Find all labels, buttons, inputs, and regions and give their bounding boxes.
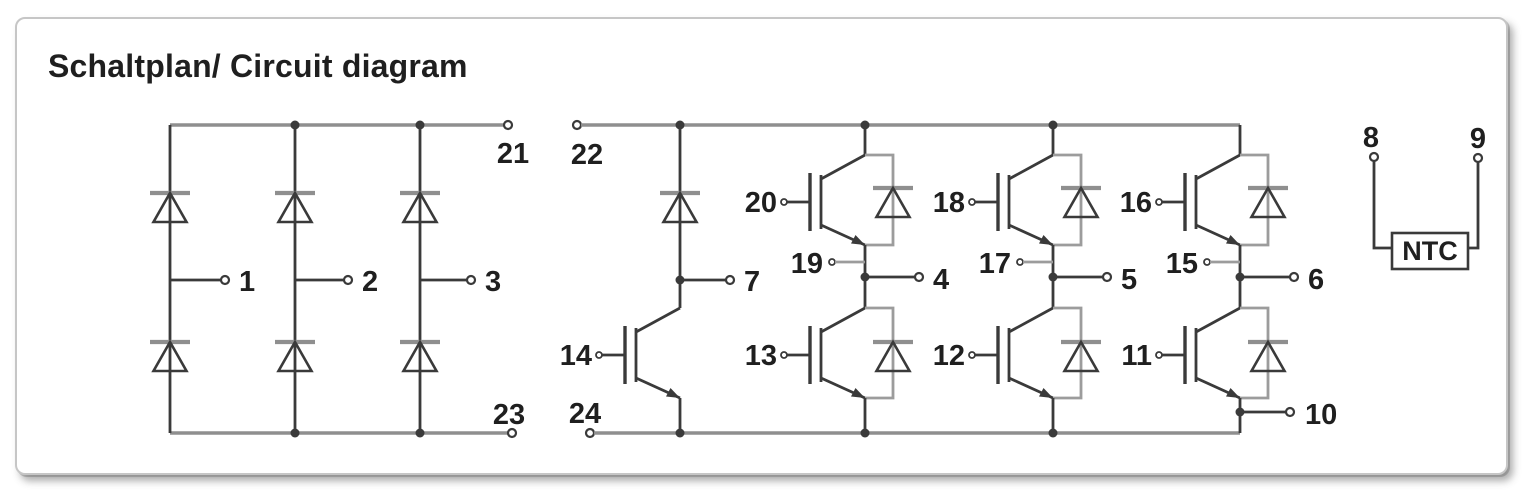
inverter-section: 22 24 7 14 20	[560, 119, 1337, 439]
terminal-24-label: 24	[569, 398, 601, 430]
igbt-symbol	[779, 306, 867, 400]
terminal-24-pin	[584, 427, 596, 439]
junction-dot	[415, 120, 425, 130]
terminal-19-label: 19	[791, 248, 823, 280]
terminal-17-pin	[1016, 258, 1024, 266]
inverter-leg-3: 16 15 6 11 10	[1120, 125, 1337, 433]
terminal-20-label: 20	[745, 187, 777, 219]
terminal-3-label: 3	[485, 266, 501, 298]
terminal-13-label: 13	[745, 340, 777, 372]
terminal-5-label: 5	[1121, 264, 1137, 296]
terminal-22-pin	[571, 119, 583, 131]
terminal-2-pin	[342, 274, 354, 286]
igbt-symbol	[1154, 153, 1242, 247]
terminal-7-label: 7	[744, 266, 760, 298]
junction-dot	[290, 120, 300, 130]
terminal-6-pin	[1288, 271, 1300, 283]
igbt-symbol	[967, 153, 1055, 247]
wire	[1240, 306, 1270, 400]
terminal-21-pin	[502, 119, 514, 131]
terminal-7-pin	[724, 274, 736, 286]
terminal-21-label: 21	[497, 138, 529, 170]
terminal-1-pin	[219, 274, 231, 286]
terminal-8-label: 8	[1363, 122, 1379, 154]
wire	[1053, 153, 1083, 247]
terminal-15-label: 15	[1166, 248, 1198, 280]
brake-chopper: 7 14	[560, 120, 760, 438]
terminal-23-pin	[506, 427, 518, 439]
terminal-6-label: 6	[1308, 264, 1324, 296]
rectifier-bridge: 1 2 3 21 23	[150, 119, 529, 439]
terminal-23-label: 23	[493, 399, 525, 431]
wire	[865, 153, 895, 247]
junction-dot	[290, 428, 300, 438]
junction-dot	[1048, 428, 1058, 438]
inverter-leg-1: 20 19 4 13	[745, 120, 949, 438]
terminal-12-label: 12	[933, 340, 965, 372]
terminal-18-label: 18	[933, 187, 965, 219]
terminal-14-label: 14	[560, 340, 592, 372]
terminal-3-pin	[465, 274, 477, 286]
terminal-15-pin	[1203, 258, 1211, 266]
inverter-leg-2: 18 17 5 12	[933, 120, 1137, 438]
terminal-8-pin	[1368, 151, 1380, 163]
diagram-title: Schaltplan/ Circuit diagram	[48, 48, 468, 84]
terminal-4-label: 4	[933, 264, 949, 296]
terminal-5-pin	[1101, 271, 1113, 283]
terminal-4-pin	[913, 271, 925, 283]
wire	[1240, 153, 1270, 247]
junction-dot	[675, 428, 685, 438]
terminal-17-label: 17	[979, 248, 1011, 280]
terminal-22-label: 22	[571, 139, 603, 171]
wire	[1468, 162, 1480, 250]
terminal-9-label: 9	[1470, 123, 1486, 155]
wire	[1053, 306, 1083, 400]
terminal-9-pin	[1472, 152, 1484, 164]
terminal-1-label: 1	[239, 266, 255, 298]
wire	[865, 306, 895, 400]
ntc-thermistor-box	[1390, 231, 1470, 271]
igbt-symbol	[594, 306, 682, 400]
junction-dot	[860, 428, 870, 438]
ntc-label: NTC	[1402, 236, 1458, 266]
igbt-symbol	[1154, 306, 1242, 400]
ntc-section: 8 9 NTC	[1363, 122, 1486, 271]
terminal-16-label: 16	[1120, 187, 1152, 219]
terminal-10-label: 10	[1305, 399, 1337, 431]
terminal-10-pin	[1284, 406, 1296, 418]
igbt-symbol	[967, 306, 1055, 400]
igbt-symbol	[779, 153, 867, 247]
terminal-2-label: 2	[362, 266, 378, 298]
junction-dot	[415, 428, 425, 438]
wire	[1372, 161, 1392, 250]
terminal-19-pin	[828, 258, 836, 266]
terminal-11-label: 11	[1121, 340, 1152, 372]
